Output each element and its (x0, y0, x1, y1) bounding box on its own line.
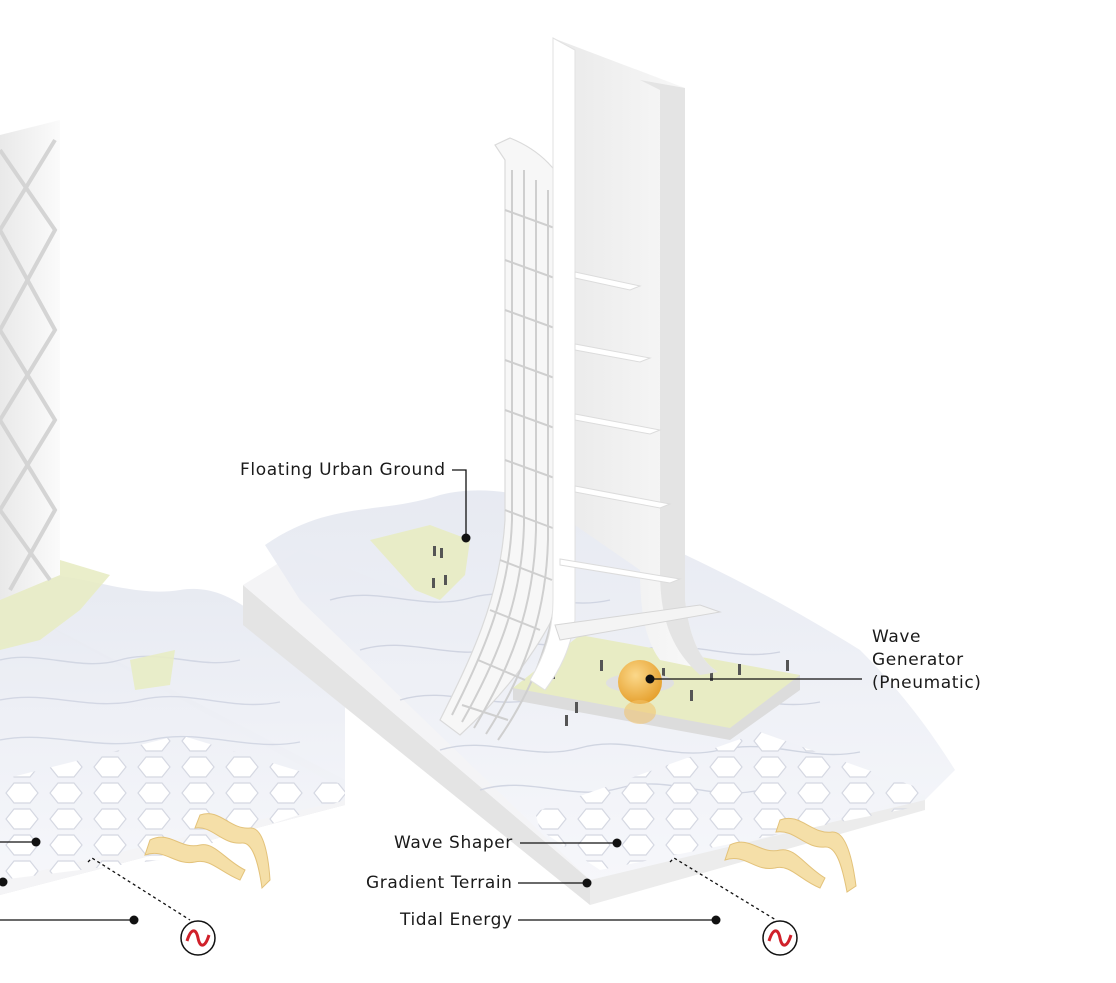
gradient-terrain-dot (582, 878, 592, 888)
left-urban-ground-2 (130, 650, 175, 690)
ac-wave-icon (762, 920, 798, 956)
label-tidal-energy: Tidal Energy (400, 910, 513, 930)
label-floating-urban-ground: Floating Urban Ground (240, 460, 446, 480)
left-wave-shaper-dot (31, 837, 41, 847)
tower-side-wall (640, 80, 718, 675)
left-ac-wave-icon (180, 920, 216, 956)
label-wave-shaper: Wave Shaper (394, 833, 513, 853)
right-leader-lines (452, 469, 862, 921)
tidal-energy-dot (711, 915, 721, 925)
label-gradient-terrain: Gradient Terrain (366, 873, 513, 893)
lattice-shell-pattern (451, 170, 561, 741)
floating-urban-ground-dot (461, 533, 471, 543)
left-leader-lines (0, 841, 191, 921)
left-diamond-tower (0, 120, 60, 600)
tidal-arrows (724, 817, 857, 893)
right-module (243, 37, 955, 956)
left-tidal-energy-dot (129, 915, 139, 925)
gradient-terrain-side (243, 585, 590, 905)
left-tower-lattice (0, 138, 58, 591)
urban-people-left (432, 546, 447, 588)
label-wave-generator-line-1: Wave (872, 627, 922, 647)
wave-generator-dot (645, 674, 655, 684)
tower-floor-slabs (554, 271, 722, 641)
left-tidal-arrows (144, 813, 271, 890)
label-wave-generator-line-2: Generator (872, 650, 964, 670)
left-gradient-terrain-dot (0, 877, 8, 887)
left-wave-shaper (0, 735, 345, 880)
left-water-ripples (0, 655, 301, 746)
left-module (0, 120, 345, 956)
wave-shaper-dot (612, 838, 622, 848)
label-wave-generator: Wave Generator (Pneumatic) (872, 626, 982, 695)
wave-shaper-tiles (535, 732, 925, 870)
wave-generator-orb (606, 660, 674, 724)
label-wave-generator-line-3: (Pneumatic) (872, 673, 982, 693)
